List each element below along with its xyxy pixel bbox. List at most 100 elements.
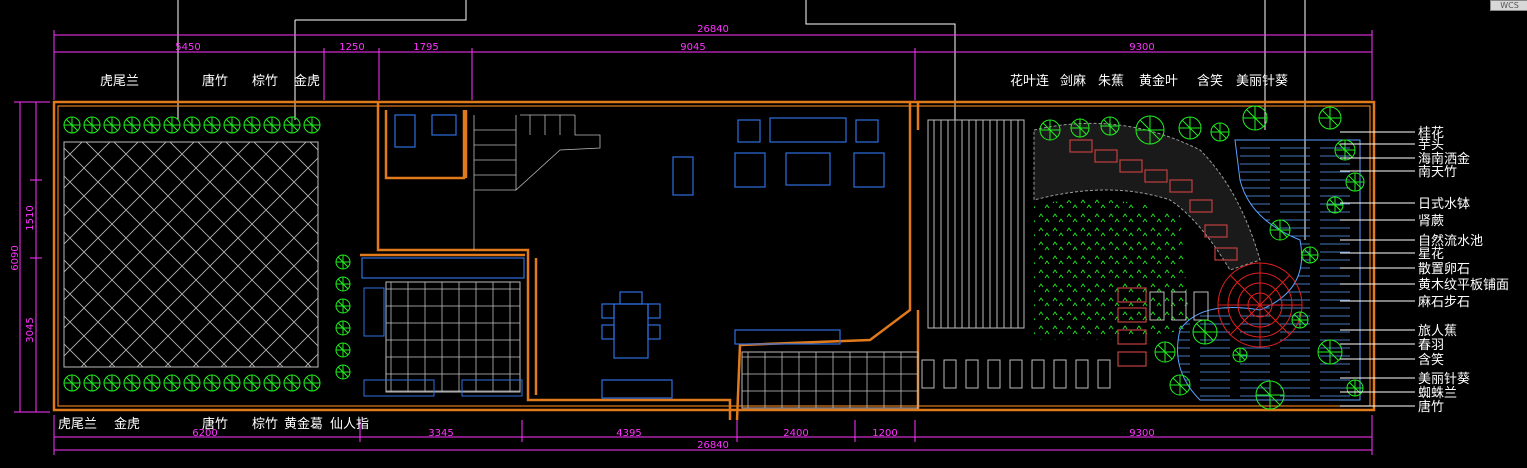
plant-symbol-leaves: [244, 375, 260, 391]
plant-symbol-leaves: [304, 117, 320, 133]
label-right-3: 海南洒金: [1418, 151, 1470, 167]
dim-top-5: 9300: [1129, 42, 1154, 53]
label-bottom-left-4: 棕竹: [252, 417, 278, 432]
plant-symbol-leaves: [204, 375, 220, 391]
right-lawn: [1034, 199, 1190, 340]
dim-bottom-1: 6200: [192, 428, 217, 439]
dim-bottom-6: 9300: [1129, 428, 1154, 439]
label-right-5: 日式水钵: [1418, 197, 1470, 212]
label-right-10: 黄木纹平板铺面: [1418, 278, 1509, 293]
plant-symbol-leaves: [1319, 107, 1341, 129]
plant-symbol-leaves: [1292, 312, 1308, 328]
plant-symbol-leaves: [336, 321, 350, 335]
label-right-13: 春羽: [1418, 338, 1444, 353]
staircase: [473, 114, 601, 250]
plant-symbol-leaves: [336, 255, 350, 269]
label-right-15: 美丽针葵: [1418, 372, 1470, 387]
label-right-17: 唐竹: [1418, 399, 1444, 415]
plant-symbol-leaves: [184, 117, 200, 133]
dim-top-2: 1250: [339, 42, 364, 53]
left-lawn-paving: [63, 141, 319, 368]
plant-symbol-leaves: [224, 117, 240, 133]
dimension-texts: 26840 5450 1250 1795 9045 9300 26840 620…: [10, 24, 1155, 451]
viewcube-badge[interactable]: WCS: [1490, 0, 1527, 11]
label-right-2: 芋头: [1418, 138, 1444, 153]
plant-symbol-leaves: [1318, 340, 1342, 364]
dim-bottom-5: 1200: [872, 428, 897, 439]
plant-symbol-leaves: [64, 375, 80, 391]
plant-symbol-leaves: [1233, 348, 1247, 362]
plant-symbol-leaves: [84, 375, 100, 391]
plant-symbol-leaves: [336, 277, 350, 291]
label-bottom-left-6: 仙人指: [330, 417, 369, 432]
label-right-14: 含笑: [1418, 352, 1444, 368]
label-right-6: 肾蕨: [1418, 214, 1444, 229]
bedroom: [361, 257, 525, 397]
dim-total-bottom: 26840: [697, 440, 729, 451]
dim-top-3: 1795: [413, 42, 438, 53]
label-right-16: 蜘蛛兰: [1418, 386, 1457, 401]
wood-deck: [927, 119, 1025, 329]
plant-labels-right: 桂花芋头海南洒金南天竹日式水钵肾蕨自然流水池星花散置卵石黄木纹平板铺面麻石步石旅…: [1418, 125, 1509, 415]
plant-symbol-leaves: [164, 117, 180, 133]
plant-labels-top-left: 虎尾兰 唐竹 棕竹 金虎: [100, 73, 320, 89]
label-right-12: 旅人蕉: [1418, 324, 1457, 339]
label-bottom-left-3: 唐竹: [202, 416, 228, 432]
plant-symbol-leaves: [1256, 381, 1284, 409]
plant-symbol-leaves: [64, 117, 80, 133]
dim-left-1: 1510: [25, 205, 36, 230]
dimension-lines: [14, 30, 1373, 455]
plant-symbol-leaves: [1155, 342, 1175, 362]
label-top-right-3: 朱蕉: [1098, 74, 1124, 89]
plant-symbol-leaves: [1136, 116, 1164, 144]
label-right-4: 南天竹: [1418, 164, 1457, 180]
plant-symbol-leaves: [1327, 197, 1343, 213]
plant-symbol-leaves: [184, 375, 200, 391]
plant-symbol-leaves: [224, 375, 240, 391]
plant-symbol-leaves: [1243, 106, 1267, 130]
dim-bottom-2: 3345: [428, 428, 453, 439]
plant-symbol-leaves: [1270, 220, 1290, 240]
label-right-8: 星花: [1418, 246, 1444, 262]
dim-top-4: 9045: [680, 42, 705, 53]
label-bottom-left-2: 金虎: [114, 416, 140, 432]
plant-clusters: [63, 105, 1365, 410]
plant-symbol-leaves: [244, 117, 260, 133]
label-top-right-6: 美丽针葵: [1236, 74, 1288, 89]
label-top-left-3: 棕竹: [252, 74, 278, 89]
dim-left-total: 6090: [10, 245, 21, 270]
plant-symbol-leaves: [1179, 117, 1201, 139]
circular-wood-deck: [1217, 262, 1303, 348]
label-bottom-left-1: 虎尾兰: [58, 417, 97, 432]
plant-symbol-leaves: [1211, 123, 1229, 141]
plant-symbol-leaves: [336, 299, 350, 313]
plant-symbol-leaves: [336, 365, 350, 379]
plant-symbol-leaves: [1302, 247, 1318, 263]
label-top-left-2: 唐竹: [202, 73, 228, 89]
granite-stepping-stones: [1069, 139, 1238, 367]
label-top-right-4: 黄金叶: [1139, 73, 1178, 89]
label-top-left-4: 金虎: [294, 73, 320, 89]
lower-stepping-planks: [921, 291, 1209, 389]
label-bottom-left-5: 黄金葛: [284, 416, 323, 432]
plant-symbol-leaves: [1101, 117, 1119, 135]
plant-symbol-leaves: [84, 117, 100, 133]
dim-total-top: 26840: [697, 24, 729, 35]
dim-bottom-4: 2400: [783, 428, 808, 439]
plant-symbol-leaves: [124, 117, 140, 133]
plant-symbol-leaves: [1193, 320, 1217, 344]
plant-symbol-leaves: [1071, 119, 1089, 137]
entry-tile-paving: [741, 351, 919, 409]
plant-symbol-leaves: [104, 375, 120, 391]
dim-left-2: 3045: [25, 317, 36, 342]
label-right-9: 散置卵石: [1418, 262, 1470, 277]
plant-labels-top-right: 花叶连 剑麻 朱蕉 黄金叶 含笑 美丽针葵: [1010, 73, 1288, 89]
pebble-path: [1033, 122, 1261, 271]
label-top-left-1: 虎尾兰: [100, 74, 139, 89]
plant-symbol-leaves: [104, 117, 120, 133]
plant-symbol-leaves: [204, 117, 220, 133]
plant-symbol-leaves: [1040, 120, 1060, 140]
label-top-right-2: 剑麻: [1060, 73, 1086, 89]
